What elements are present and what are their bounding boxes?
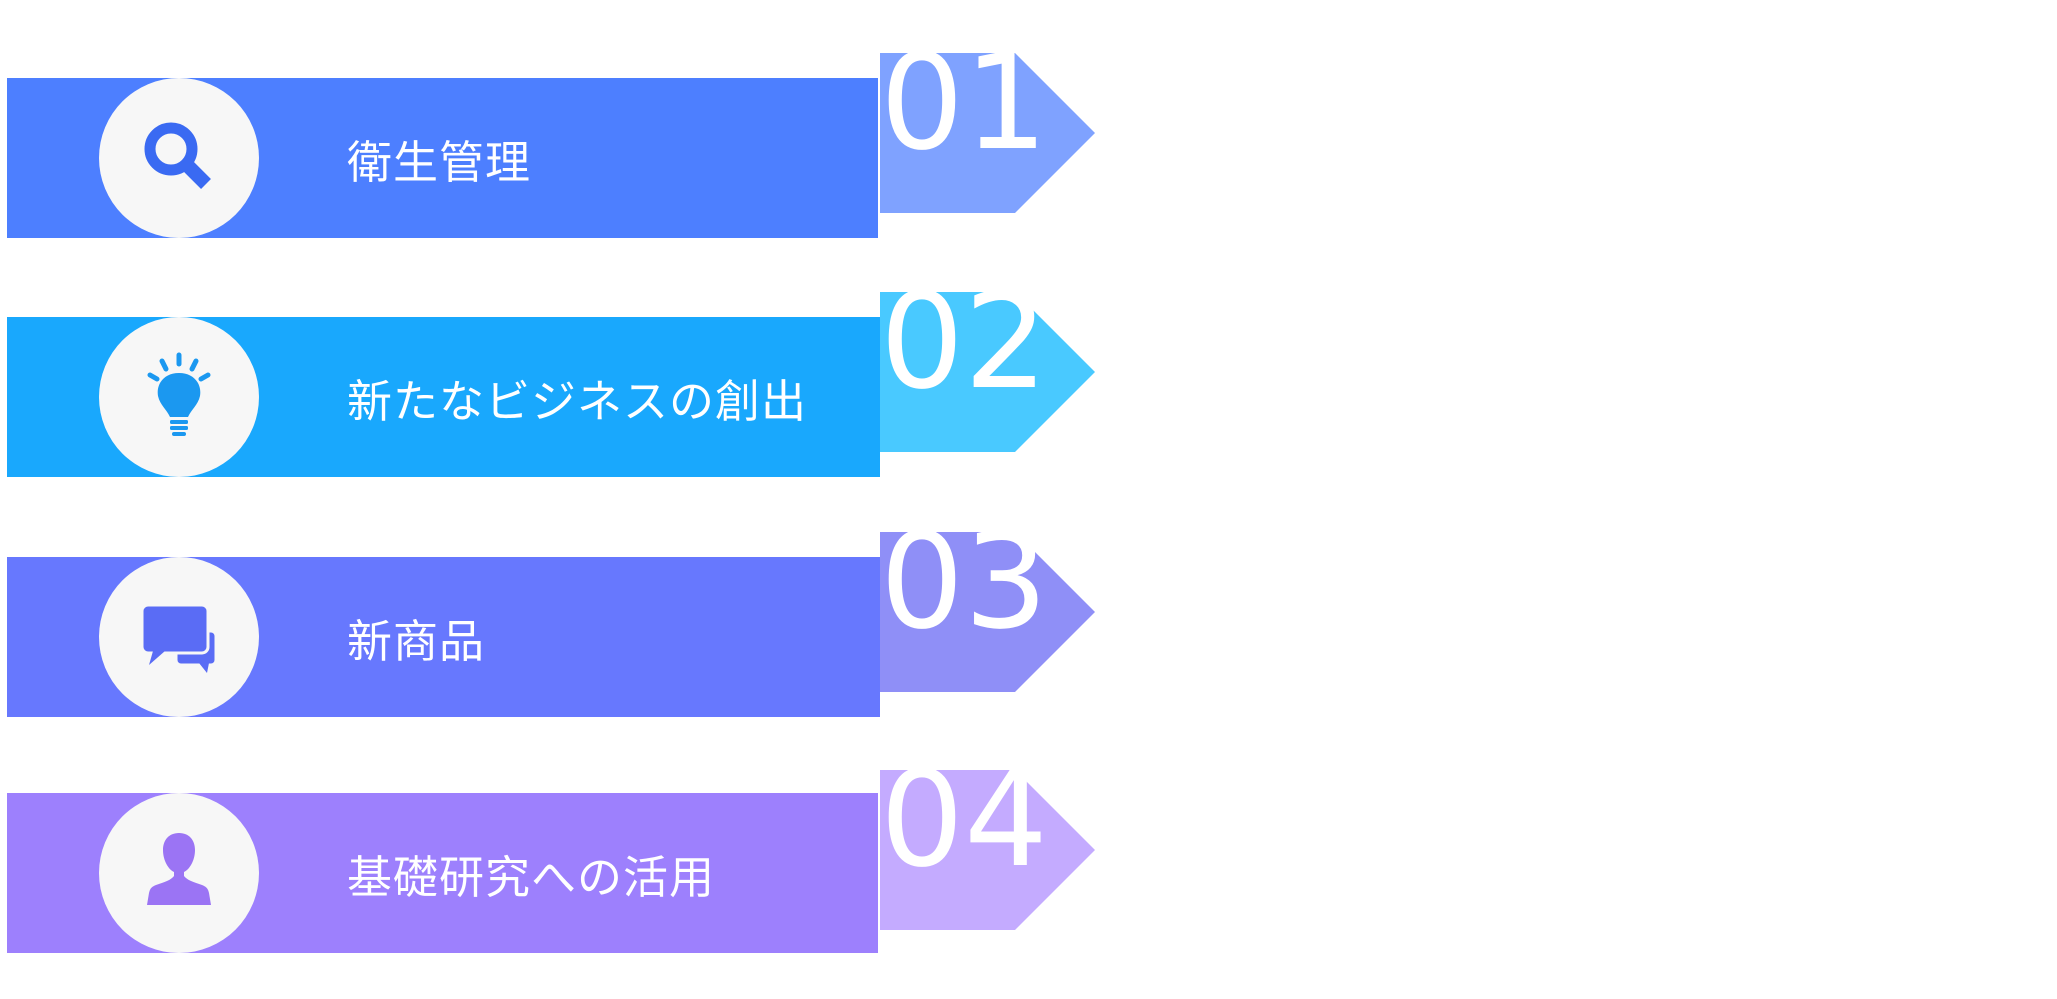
person-icon xyxy=(147,833,211,905)
number-badge: 02 xyxy=(880,276,1095,452)
item-number: 01 xyxy=(880,26,1048,180)
item-number: 02 xyxy=(880,265,1048,419)
icon-circle xyxy=(99,793,259,953)
item-label: 衛生管理 xyxy=(347,135,532,189)
item-number: 04 xyxy=(880,743,1048,897)
list-item-new-product: 新商品 xyxy=(7,557,880,717)
lightbulb-icon xyxy=(147,352,211,436)
number-badge: 03 xyxy=(880,516,1095,692)
search-icon xyxy=(144,122,211,189)
chat-bubbles-icon xyxy=(140,603,218,673)
item-number: 03 xyxy=(880,505,1048,659)
icon-circle xyxy=(99,317,259,477)
item-label: 新商品 xyxy=(347,614,486,668)
number-badge: 01 xyxy=(880,37,1095,213)
list-item-new-business: 新たなビジネスの創出 xyxy=(7,317,880,477)
icon-circle xyxy=(99,78,259,238)
icon-circle xyxy=(99,557,259,717)
number-badge: 04 xyxy=(880,754,1095,930)
list-item-hygiene: 衛生管理 xyxy=(7,78,878,238)
item-label: 新たなビジネスの創出 xyxy=(347,374,808,428)
list-item-basic-research: 基礎研究への活用 xyxy=(7,793,878,953)
item-label: 基礎研究への活用 xyxy=(347,850,716,904)
